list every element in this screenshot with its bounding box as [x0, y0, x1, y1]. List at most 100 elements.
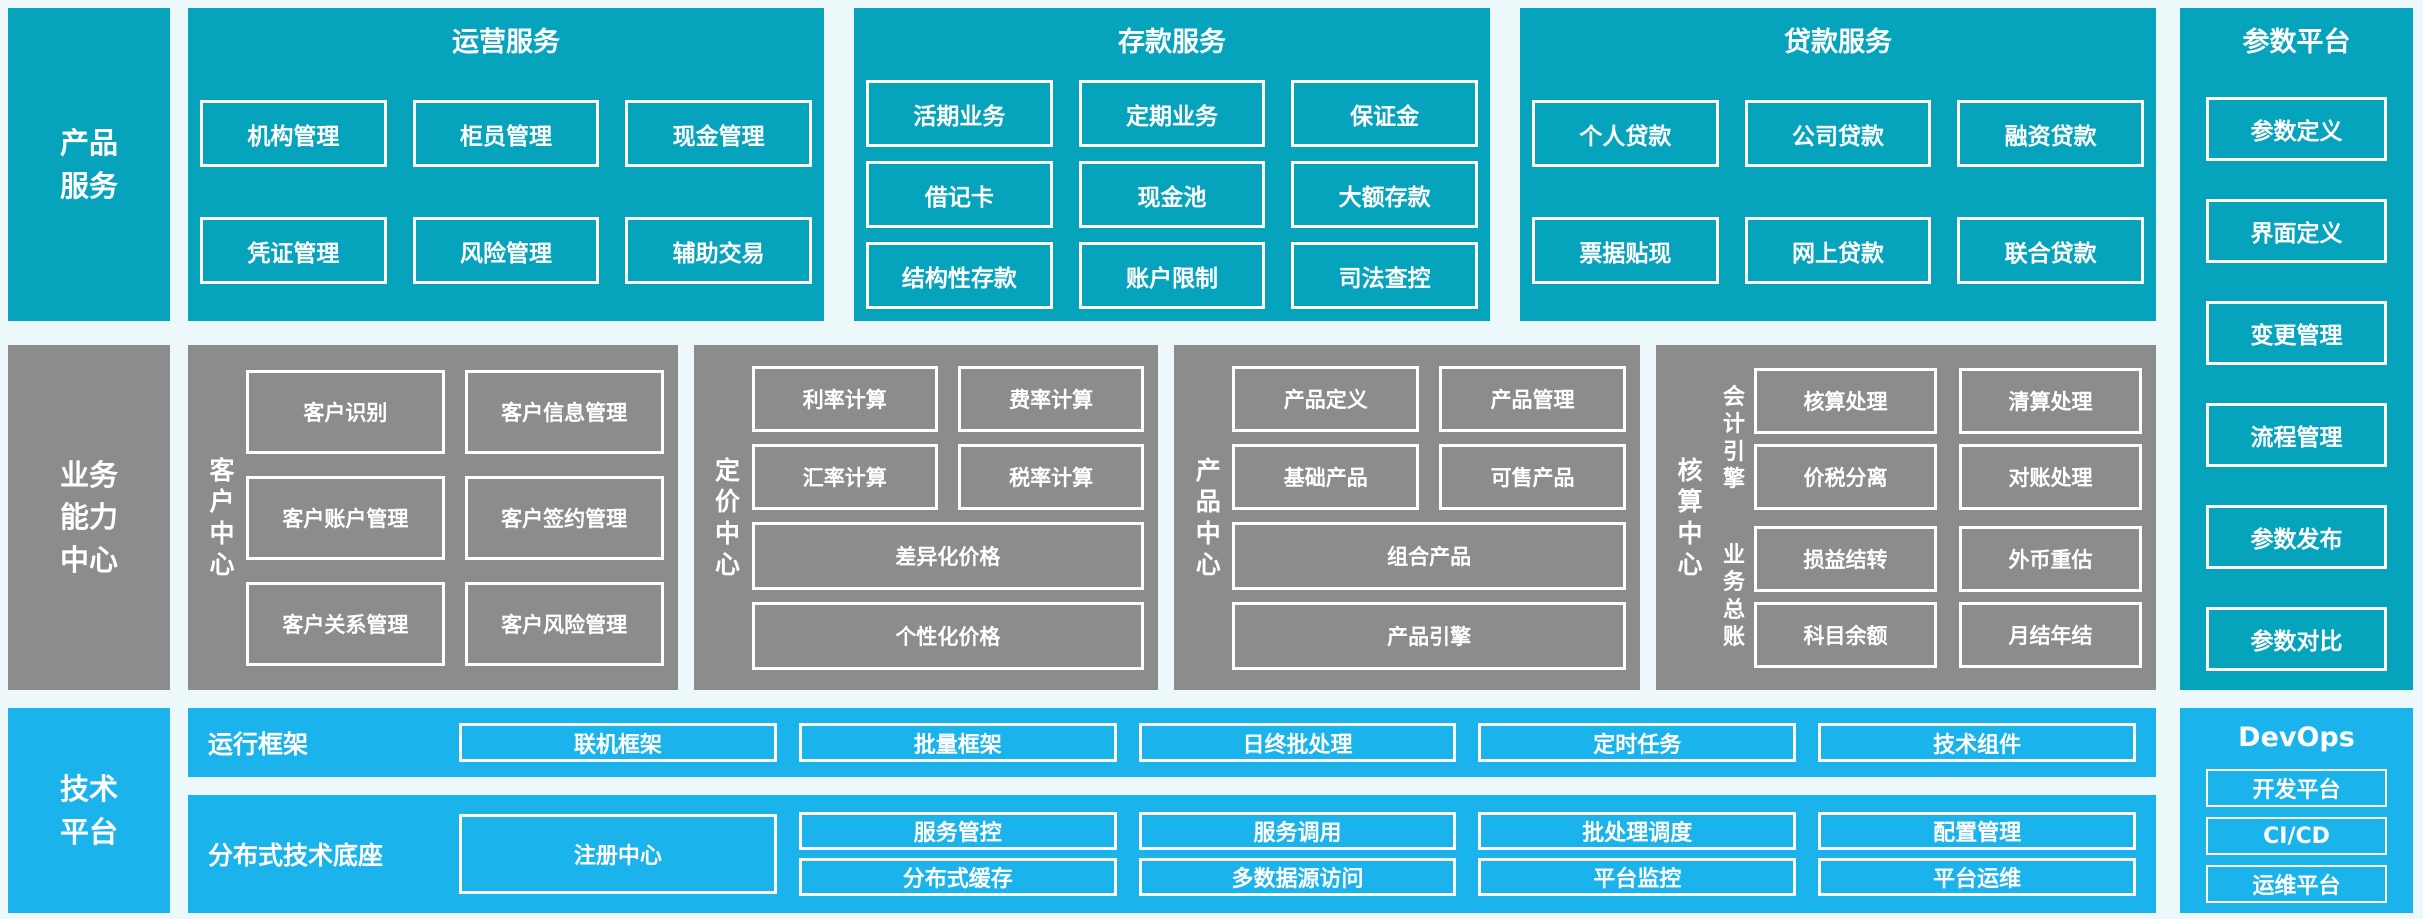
column-parameter-platform: 参数平台 参数定义界面定义变更管理流程管理参数发布参数对比	[2180, 8, 2413, 690]
stack-column: 服务管控 分布式缓存	[798, 812, 1117, 896]
module-box: 平台监控	[1478, 858, 1797, 896]
module-box: 科目余额	[1754, 601, 1937, 668]
band-tech-platform: 运行框架 联机框架批量框架日终批处理定时任务技术组件 分布式技术底座 注册中心 …	[188, 708, 2156, 913]
module-box: 流程管理	[2206, 403, 2387, 467]
module-box: 客户风险管理	[464, 581, 664, 666]
section-title: 存款服务	[1118, 27, 1226, 58]
module-box: 参数对比	[2206, 607, 2387, 671]
stack-column: 配置管理 平台运维	[1818, 812, 2136, 896]
module-box: 费率计算	[957, 365, 1145, 432]
module-box: 网上贷款	[1744, 217, 1932, 284]
module-box: CI/CD	[2206, 817, 2387, 855]
bar-distributed-base: 分布式技术底座 注册中心 服务管控 分布式缓存 服务调用 多数据源访问	[188, 795, 2156, 913]
module-box: 税率计算	[957, 443, 1145, 510]
module-box: 现金管理	[625, 100, 812, 167]
module-box: 联合贷款	[1957, 217, 2144, 284]
deposit-box-grid: 活期业务定期业务保证金借记卡现金池大额存款结构性存款账户限制司法查控	[854, 80, 1490, 309]
module-box: 外币重估	[1958, 525, 2142, 592]
module-box: 月结年结	[1958, 601, 2142, 668]
module-box: 批量框架	[798, 723, 1117, 762]
band-capability-centers: 客户中心 客户识别客户信息管理客户账户管理客户签约管理客户关系管理客户风险管理 …	[188, 345, 2156, 690]
module-box: 公司贷款	[1744, 100, 1932, 167]
module-box: 差异化价格	[751, 521, 1145, 590]
module-box: 个人贷款	[1532, 100, 1719, 167]
band-product-services: 运营服务 机构管理柜员管理现金管理凭证管理风险管理辅助交易 存款服务 活期业务定…	[188, 8, 2156, 321]
module-box: 核算处理	[1754, 367, 1937, 434]
module-box: 分布式缓存	[798, 858, 1117, 896]
module-box: 参数定义	[2206, 97, 2387, 161]
module-box: 批处理调度	[1478, 812, 1797, 850]
module-box: 产品管理	[1439, 365, 1626, 432]
section-accounting-center: 核算中心 会计引擎 核算处理清算处理价税分离对账处理 业务总账	[1656, 345, 2156, 690]
loan-box-grid: 个人贷款公司贷款融资贷款票据贴现网上贷款联合贷款	[1520, 100, 2156, 284]
rail-label-capability-center: 业务 能力 中心	[8, 345, 170, 690]
section-title: 贷款服务	[1784, 27, 1892, 58]
module-box: 价税分离	[1754, 443, 1937, 510]
bar-runtime-framework: 运行框架 联机框架批量框架日终批处理定时任务技术组件	[188, 708, 2156, 777]
module-box: 组合产品	[1232, 521, 1626, 590]
operations-box-grid: 机构管理柜员管理现金管理凭证管理风险管理辅助交易	[188, 100, 824, 284]
section-title: 运营服务	[452, 27, 560, 58]
module-box: 平台运维	[1818, 858, 2136, 896]
module-box: 配置管理	[1818, 812, 2136, 850]
module-box: 服务调用	[1138, 812, 1457, 850]
module-box: 损益结转	[1754, 525, 1937, 592]
module-box: 可售产品	[1439, 443, 1626, 510]
accounting-engine-grid: 核算处理清算处理价税分离对账处理	[1754, 367, 2142, 510]
vertical-label: 产品中心	[1195, 456, 1221, 579]
module-box: 开发平台	[2206, 769, 2387, 807]
registry-column: 注册中心	[459, 812, 777, 896]
vertical-label: 业务总账	[1722, 542, 1745, 651]
section-product-center: 产品中心 产品定义产品管理基础产品可售产品 组合产品产品引擎	[1174, 345, 1640, 690]
module-box: 个性化价格	[751, 601, 1145, 670]
module-box: 联机框架	[459, 723, 777, 762]
module-box: 保证金	[1291, 80, 1478, 147]
module-box: 注册中心	[459, 814, 777, 894]
module-box: 定期业务	[1078, 80, 1266, 147]
vertical-label: 定价中心	[715, 456, 741, 579]
module-box: 基础产品	[1232, 443, 1420, 510]
vertical-label: 会计引擎	[1722, 384, 1745, 493]
module-box: 机构管理	[200, 100, 387, 167]
vertical-label: 核算中心	[1677, 456, 1703, 579]
module-box: 大额存款	[1291, 161, 1478, 228]
module-box: 结构性存款	[866, 242, 1053, 309]
module-box: 凭证管理	[200, 217, 387, 284]
parameter-box-list: 参数定义界面定义变更管理流程管理参数发布参数对比	[2180, 97, 2413, 671]
group-business-ledger: 业务总账 损益结转外币重估科目余额月结年结	[1714, 525, 2142, 668]
module-box: 清算处理	[1958, 367, 2142, 434]
module-box: 活期业务	[866, 80, 1053, 147]
stack-column: 批处理调度 平台监控	[1478, 812, 1797, 896]
section-pricing-center: 定价中心 利率计算费率计算汇率计算税率计算 差异化价格个性化价格	[693, 345, 1159, 690]
business-ledger-grid: 损益结转外币重估科目余额月结年结	[1754, 525, 2142, 668]
module-box: 产品定义	[1232, 365, 1420, 432]
pricing-box-grid: 利率计算费率计算汇率计算税率计算 差异化价格个性化价格	[751, 345, 1145, 690]
section-title: 参数平台	[2242, 27, 2351, 58]
group-accounting-engine: 会计引擎 核算处理清算处理价税分离对账处理	[1714, 367, 2142, 510]
runtime-box-row: 联机框架批量框架日终批处理定时任务技术组件	[459, 723, 2136, 762]
section-title: DevOps	[2238, 722, 2355, 753]
module-box: 汇率计算	[751, 443, 938, 510]
vertical-label: 客户中心	[209, 456, 235, 579]
module-box: 界面定义	[2206, 199, 2387, 263]
customer-box-grid: 客户识别客户信息管理客户账户管理客户签约管理客户关系管理客户风险管理	[246, 345, 664, 690]
accounting-content: 会计引擎 核算处理清算处理价税分离对账处理 业务总账 损益结转外币重估科目余额月…	[1714, 345, 2142, 690]
module-box: 客户账户管理	[246, 475, 445, 560]
module-box: 产品引擎	[1232, 601, 1626, 670]
product-box-grid: 产品定义产品管理基础产品可售产品 组合产品产品引擎	[1232, 345, 1626, 690]
right-rail: 参数平台 参数定义界面定义变更管理流程管理参数发布参数对比 DevOps 开发平…	[2180, 8, 2413, 913]
module-box: 日终批处理	[1138, 723, 1457, 762]
module-box: 司法查控	[1291, 242, 1478, 309]
rail-label-product-services: 产品 服务	[8, 8, 170, 321]
stack-column: 服务调用 多数据源访问	[1138, 812, 1457, 896]
module-box: 技术组件	[1818, 723, 2136, 762]
bar-label: 运行框架	[208, 729, 309, 759]
module-box: 账户限制	[1078, 242, 1266, 309]
module-box: 融资贷款	[1957, 100, 2144, 167]
module-box: 客户关系管理	[246, 581, 445, 666]
module-box: 客户签约管理	[464, 475, 664, 560]
module-box: 参数发布	[2206, 505, 2387, 569]
